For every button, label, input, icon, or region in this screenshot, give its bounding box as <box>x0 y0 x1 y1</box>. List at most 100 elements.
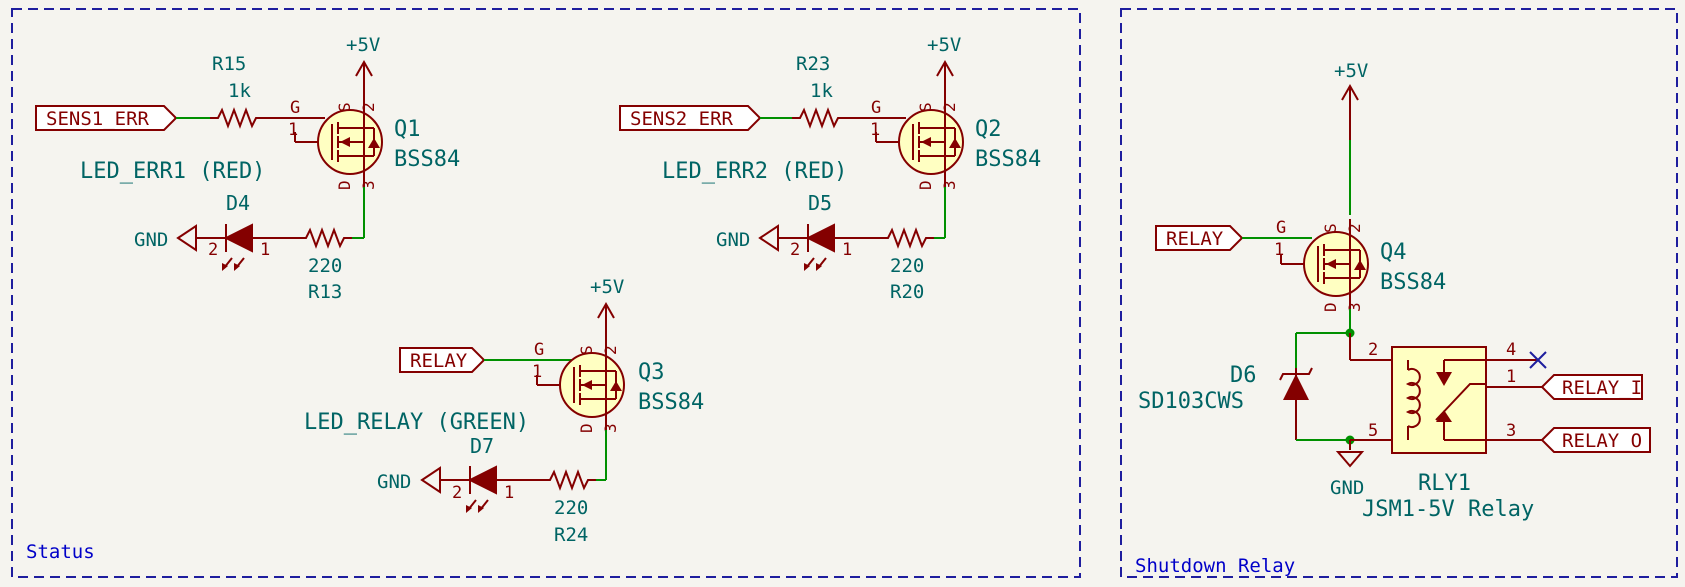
svg-text:+5V: +5V <box>927 34 961 56</box>
svg-text:2: 2 <box>208 240 218 260</box>
svg-text:S: S <box>1321 223 1340 233</box>
r20-resistor[interactable] <box>879 229 935 247</box>
svg-text:1: 1 <box>288 120 298 140</box>
svg-text:2: 2 <box>359 102 378 112</box>
relay-i-label[interactable] <box>1540 374 1643 400</box>
shutdown-circuit: +5V RELAY G 1 S 2 D 3 Q4 BSS84 D6 SD103C… <box>1138 60 1651 522</box>
d7-value: LED_RELAY (GREEN) <box>304 410 529 435</box>
svg-text:3: 3 <box>359 180 378 190</box>
r15-ref: R15 <box>212 53 246 75</box>
svg-text:5: 5 <box>1368 421 1378 441</box>
q1-circuit: SENS1_ERR R15 1k G 1 S 2 D 3 +5V Q1 BSS8… <box>35 34 460 303</box>
svg-text:+5V: +5V <box>1334 60 1368 82</box>
shutdown-section-title: Shutdown Relay <box>1135 555 1295 577</box>
relay-o-label[interactable] <box>1540 427 1651 453</box>
rly1-ref: RLY1 <box>1418 471 1471 496</box>
r13-resistor[interactable] <box>297 229 353 247</box>
r13-value: 220 <box>308 255 342 277</box>
svg-text:1: 1 <box>504 483 514 503</box>
r15-value: 1k <box>228 80 251 102</box>
svg-text:D: D <box>916 180 935 190</box>
d4-gnd-symbol <box>177 225 197 251</box>
relay-label-shutdown[interactable] <box>1155 225 1244 251</box>
r23-value: 1k <box>810 80 833 102</box>
svg-text:1: 1 <box>1506 367 1516 387</box>
svg-text:1: 1 <box>870 120 880 140</box>
svg-text:RELAY: RELAY <box>1166 228 1224 250</box>
d6-value: SD103CWS <box>1138 389 1244 414</box>
svg-text:D: D <box>335 180 354 190</box>
svg-text:3: 3 <box>1345 302 1364 312</box>
q1-value: BSS84 <box>394 147 460 172</box>
r23-ref: R23 <box>796 53 830 75</box>
svg-text:+5V: +5V <box>346 34 380 56</box>
svg-text:G: G <box>534 340 544 360</box>
q4-value: BSS84 <box>1380 270 1446 295</box>
r23-resistor[interactable] <box>791 109 847 127</box>
sens1-label[interactable] <box>35 105 178 131</box>
status-section-title: Status <box>26 541 95 563</box>
relay-label-status[interactable] <box>399 347 486 373</box>
svg-text:GND: GND <box>134 229 168 251</box>
svg-text:+5V: +5V <box>590 276 624 298</box>
sens2-label-text: SENS2_ERR <box>630 108 734 130</box>
svg-text:GND: GND <box>1330 477 1364 499</box>
svg-text:4: 4 <box>1506 340 1516 360</box>
r20-ref: R20 <box>890 281 924 303</box>
sens1-label-text: SENS1_ERR <box>46 108 150 130</box>
svg-text:GND: GND <box>716 229 750 251</box>
svg-text:2: 2 <box>601 345 620 355</box>
r24-resistor[interactable] <box>541 471 597 489</box>
status-section-frame <box>11 8 1081 578</box>
d7-gnd-symbol <box>421 467 441 493</box>
svg-text:3: 3 <box>601 423 620 433</box>
shutdown-section-frame <box>1120 8 1678 578</box>
r24-value: 220 <box>554 497 588 519</box>
svg-text:3: 3 <box>940 180 959 190</box>
svg-text:1: 1 <box>532 362 542 382</box>
q1-ref: Q1 <box>394 117 421 142</box>
sens2-label[interactable] <box>619 105 762 131</box>
svg-text:1: 1 <box>1274 240 1284 260</box>
svg-text:3: 3 <box>1506 421 1516 441</box>
q4-ref: Q4 <box>1380 240 1407 265</box>
gnd-symbol <box>1335 451 1365 468</box>
d4-value: LED_ERR1 (RED) <box>80 159 265 184</box>
svg-text:D: D <box>577 423 596 433</box>
q3-ref: Q3 <box>638 360 665 385</box>
svg-text:RELAY: RELAY <box>410 350 468 372</box>
d6-diode[interactable] <box>1279 367 1313 440</box>
svg-text:D: D <box>1321 302 1340 312</box>
rly1-value: JSM1-5V Relay <box>1362 497 1534 522</box>
q3-circuit: RELAY G 1 S 2 D 3 +5V Q3 BSS84 220 R24 1… <box>304 276 704 546</box>
svg-text:2: 2 <box>1368 340 1378 360</box>
q2-ref: Q2 <box>975 117 1002 142</box>
q4-vcc-symbol <box>1341 85 1359 141</box>
svg-text:2: 2 <box>1345 223 1364 233</box>
d5-gnd-symbol <box>759 225 779 251</box>
svg-text:1: 1 <box>260 240 270 260</box>
r15-resistor[interactable] <box>209 109 265 127</box>
svg-text:2: 2 <box>452 483 462 503</box>
svg-text:1: 1 <box>842 240 852 260</box>
svg-text:RELAY_O: RELAY_O <box>1562 430 1642 452</box>
d7-ref: D7 <box>470 434 494 458</box>
q2-circuit: SENS2_ERR R23 1k G 1 S 2 D 3 +5V Q2 BSS8… <box>619 34 1041 303</box>
rly1-relay[interactable] <box>1391 346 1487 454</box>
svg-text:2: 2 <box>940 102 959 112</box>
svg-text:S: S <box>577 345 596 355</box>
svg-text:GND: GND <box>377 471 411 493</box>
q3-value: BSS84 <box>638 390 704 415</box>
r24-ref: R24 <box>554 524 588 546</box>
r13-ref: R13 <box>308 281 342 303</box>
svg-text:S: S <box>335 102 354 112</box>
d6-ref: D6 <box>1230 363 1257 388</box>
svg-text:G: G <box>290 98 300 118</box>
d5-ref: D5 <box>808 191 832 215</box>
r20-value: 220 <box>890 255 924 277</box>
d4-ref: D4 <box>226 191 250 215</box>
svg-text:2: 2 <box>790 240 800 260</box>
svg-text:S: S <box>916 102 935 112</box>
d5-value: LED_ERR2 (RED) <box>662 159 847 184</box>
